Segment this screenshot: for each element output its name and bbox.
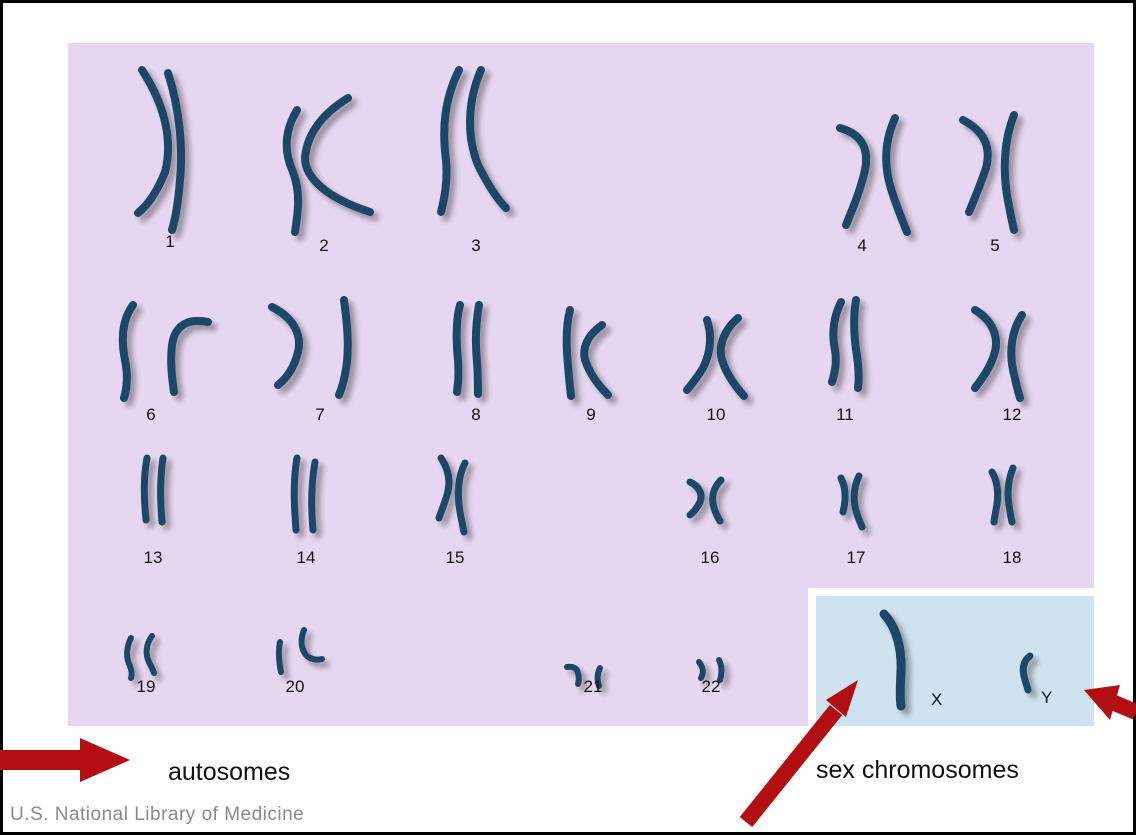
chromosome-9a — [567, 310, 571, 396]
chromosome-14b — [312, 462, 315, 530]
chromosome-label-2: 2 — [304, 236, 344, 256]
chromosome-label-8: 8 — [456, 405, 496, 425]
chromosome-label-22: 22 — [691, 677, 731, 697]
chromosome-17a — [841, 478, 845, 512]
chromosome-label-14: 14 — [286, 548, 326, 568]
chromosome-13a — [144, 458, 147, 520]
chromosome-label-x: X — [931, 690, 942, 710]
chromosome-label-17: 17 — [836, 548, 876, 568]
chromosome-20a — [279, 642, 281, 672]
chromosome-label-6: 6 — [131, 405, 171, 425]
chromosome-label-16: 16 — [690, 548, 730, 568]
chromosome-8a — [457, 305, 460, 392]
chromosome-label-12: 12 — [992, 405, 1032, 425]
chromosome-label-4: 4 — [842, 236, 882, 256]
chromosome-label-20: 20 — [275, 677, 315, 697]
chromosome-label-10: 10 — [696, 405, 736, 425]
chromosome-14a — [294, 458, 297, 530]
chromosome-label-3: 3 — [456, 236, 496, 256]
sex-chromosomes-caption: sex chromosomes — [816, 756, 1019, 785]
chromosome-label-y: Y — [1041, 688, 1052, 708]
chromosome-label-15: 15 — [435, 548, 475, 568]
autosomes-caption: autosomes — [168, 758, 290, 787]
chromosome-11b — [854, 300, 858, 388]
chromosome-8b — [476, 305, 479, 394]
arrow-y — [1112, 702, 1136, 712]
chromosome-label-9: 9 — [571, 405, 611, 425]
chromosome-label-13: 13 — [133, 548, 173, 568]
chromosome-label-19: 19 — [126, 677, 166, 697]
chromosome-label-7: 7 — [300, 405, 340, 425]
chromosome-label-18: 18 — [992, 548, 1032, 568]
chromosome-label-11: 11 — [825, 405, 865, 425]
chromosome-13b — [161, 458, 163, 522]
chromosome-label-21: 21 — [573, 677, 613, 697]
chromosome-label-1: 1 — [150, 232, 190, 252]
image-credit: U.S. National Library of Medicine — [10, 804, 304, 826]
chromosome-label-5: 5 — [975, 236, 1015, 256]
